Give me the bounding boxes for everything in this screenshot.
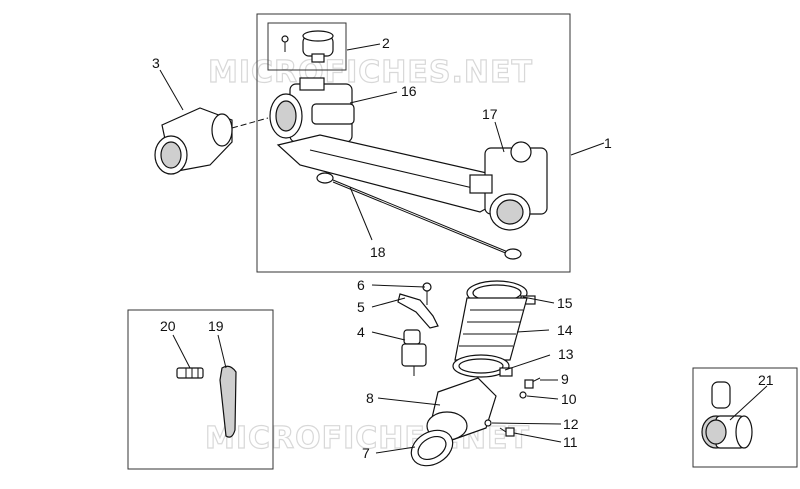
part-12-washer xyxy=(484,419,492,427)
callout-17: 17 xyxy=(482,106,498,122)
part-19-cable-tie xyxy=(219,365,237,438)
part-2-cap xyxy=(281,30,334,63)
part-6-screw xyxy=(422,282,432,305)
part-9-screw xyxy=(524,377,541,389)
callout-3: 3 xyxy=(152,55,160,71)
callout-14: 14 xyxy=(557,322,573,338)
part-5-bracket xyxy=(397,293,439,329)
callout-16: 16 xyxy=(401,83,417,99)
callout-18: 18 xyxy=(370,244,386,260)
tools-inset-frame xyxy=(127,309,274,470)
callout-7: 7 xyxy=(362,445,370,461)
callout-2: 2 xyxy=(382,35,390,51)
callout-12: 12 xyxy=(563,416,579,432)
callout-9: 9 xyxy=(561,371,569,387)
part-4-injector xyxy=(401,329,427,376)
watermark-top: MICROFICHES.NET xyxy=(208,55,533,90)
part-10-washer xyxy=(519,391,527,399)
part-21-grommet xyxy=(701,381,753,449)
part-16-left-throttle-body xyxy=(269,77,355,143)
part-17-right-throttle-body xyxy=(469,141,548,231)
part-14-rubber-hose xyxy=(454,297,528,361)
part-3-intake-elbow xyxy=(154,107,269,175)
detail-inset-frame xyxy=(267,22,347,71)
callout-1: 1 xyxy=(604,135,612,151)
throttle-assembly-frame xyxy=(256,13,571,273)
part-18-linkage-rod xyxy=(316,172,522,260)
callout-19: 19 xyxy=(208,318,224,334)
callout-4: 4 xyxy=(357,324,365,340)
callout-6: 6 xyxy=(357,277,365,293)
callout-15: 15 xyxy=(557,295,573,311)
callout-11: 11 xyxy=(563,434,578,450)
part-13-clamp xyxy=(452,354,513,378)
part-20-threaded-pin xyxy=(176,367,204,379)
part-11-screw xyxy=(499,427,515,437)
callout-20: 20 xyxy=(160,318,176,334)
callout-21: 21 xyxy=(758,372,774,388)
callout-8: 8 xyxy=(366,390,374,406)
callout-13: 13 xyxy=(558,346,574,362)
throttle-crossbar xyxy=(276,134,506,213)
callout-10: 10 xyxy=(561,391,577,407)
callout-5: 5 xyxy=(357,299,365,315)
leader-lines xyxy=(159,43,768,454)
part-7-o-ring xyxy=(410,429,454,467)
grommet-inset-frame xyxy=(692,367,798,468)
